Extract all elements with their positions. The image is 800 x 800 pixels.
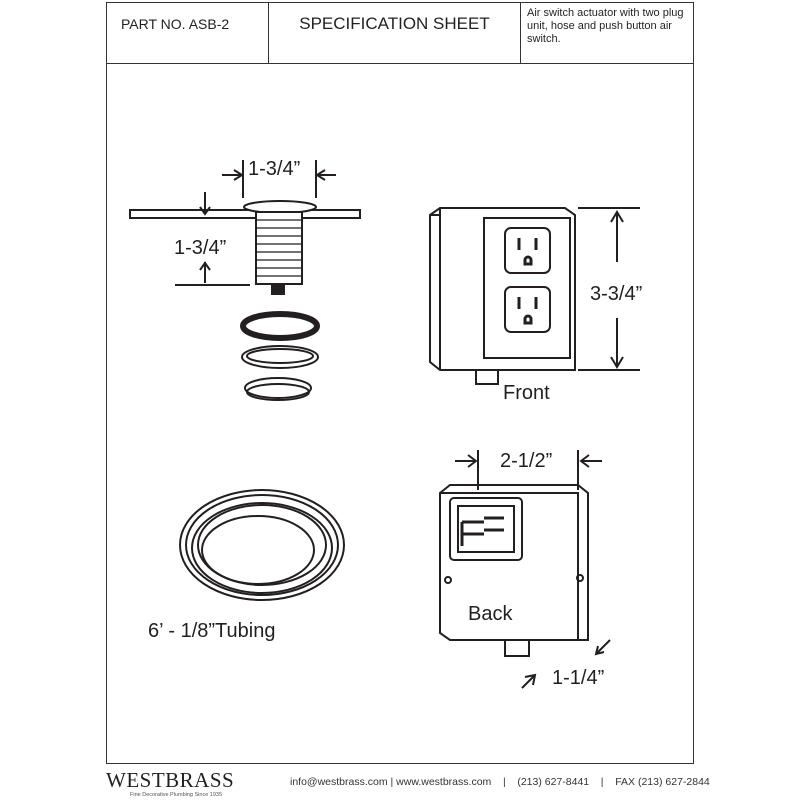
back-unit-drawing (439, 450, 611, 689)
back-width-dimension: 2-1/2” (500, 450, 553, 472)
westbrass-logo: WESTBRASS (106, 768, 235, 792)
logo-tagline: Fine Decorative Plumbing Since 1935 (130, 792, 223, 798)
back-depth-dimension: 1-1/4” (552, 667, 605, 689)
part-number: PART NO. ASB-2 (107, 3, 269, 63)
front-height-dimension: 3-3/4” (590, 283, 643, 305)
back-label: Back (468, 603, 513, 625)
front-unit-drawing (429, 207, 640, 385)
contact-info: info@westbrass.com | www.westbrass.com |… (290, 776, 710, 788)
tubing-drawing (179, 489, 345, 601)
button-width-dimension: 1-3/4” (248, 158, 301, 180)
spec-sheet-frame: PART NO. ASB-2 SPECIFICATION SHEET Air s… (106, 2, 694, 764)
button-height-dimension: 1-3/4” (174, 237, 227, 259)
front-label: Front (503, 382, 550, 404)
tubing-label: 6’ - 1/8”Tubing (148, 620, 276, 642)
product-description: Air switch actuator with two plug unit, … (527, 7, 684, 45)
sheet-title: SPECIFICATION SHEET (269, 3, 521, 63)
header-row: PART NO. ASB-2 SPECIFICATION SHEET Air s… (107, 3, 693, 64)
footer: WESTBRASS Fine Decorative Plumbing Since… (0, 770, 800, 800)
push-button-drawing (129, 160, 361, 401)
